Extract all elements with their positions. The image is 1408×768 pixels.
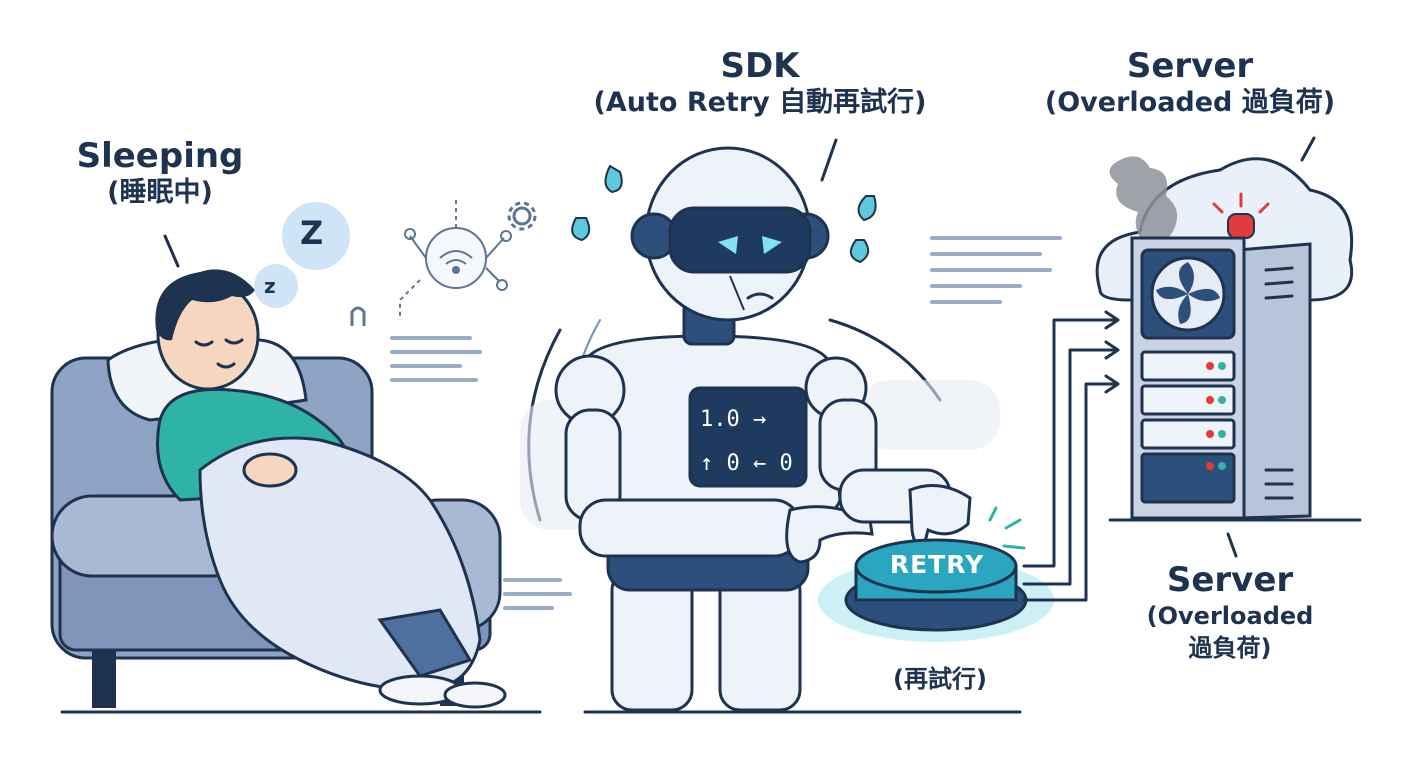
server-bottom-subtitle-line1: (Overloaded [1146,602,1314,630]
sdk-pointer [820,138,838,182]
retry-caption: (再試行) [893,665,987,693]
sleeping-subtitle: (睡眠中) [107,177,213,208]
sdk-title: SDK [720,46,800,86]
person-foot-2 [443,681,507,709]
server-top-title: Server [1126,46,1254,86]
retry-spark-lines [988,506,1026,550]
person-hand [242,452,298,488]
robot-hand-left [785,505,874,564]
sweat-drop-icon [857,195,877,222]
server-top-subtitle: (Overloaded 過負荷) [1044,87,1336,118]
sweat-drop-icon [571,217,591,242]
retry-button-label: RETRY [889,550,985,579]
robot-chest-display [688,386,808,488]
ghost-arm-right [860,380,1000,450]
server-bottom-title: Server [1166,560,1294,600]
server-tower-side [1236,242,1312,520]
smoke-icon [1109,156,1178,250]
zzz-small: z [264,274,276,298]
server-bottom-label: Server (Overloaded 過負荷) [1110,560,1350,664]
display-line-1: 1.0 → [700,407,767,432]
zzz-bubble-small [254,264,298,308]
sdk-subtitle: (Auto Retry 自動再試行) [593,87,927,118]
alarm-rays [1212,192,1270,214]
sdk-label: SDK (Auto Retry 自動再試行) [520,46,1000,120]
server-top-label: Server (Overloaded 過負荷) [1010,46,1370,120]
server-bottom-pointer [1226,532,1238,558]
zzz-bubble-big [282,202,350,270]
robot-group [520,138,1000,712]
server-drive-bays [1140,350,1236,504]
display-line-2: ↑ 0 ← 0 [700,451,793,476]
server-top-pointer [1300,136,1316,162]
fan-blades [1156,262,1220,324]
person-eye-right [224,338,244,345]
person-legs [377,608,473,678]
retry-button-top [854,538,1018,594]
small-plug-icon [350,306,366,326]
connection-arrows [1022,310,1120,602]
robot-eye-right [762,236,782,254]
gear-icon [507,201,537,231]
person-eye-left [194,340,214,347]
wifi-hub-icon [399,200,512,320]
sweat-drop-icon [849,239,870,264]
chest-display-text: 1.0 → ↑ 0 ← 0 [700,398,800,486]
sleeping-title: Sleeping [76,136,244,176]
sleeping-person-group [50,202,507,709]
ground-lines [60,518,1362,714]
alarm-light-icon [1227,213,1255,239]
robot-eye-left [718,236,738,254]
sweat-drop-icon [604,164,623,194]
robot-visor [668,206,812,274]
robot-mouth [746,292,774,300]
decorative-text-lines [390,236,1062,610]
robot-face-seam [729,275,745,311]
robot-forearm-left [578,498,802,558]
server-group [1095,136,1354,558]
sleeping-label: Sleeping (睡眠中) [60,136,260,210]
robot-hand-right [908,484,972,548]
person-mouth [216,362,236,369]
person-hair [155,269,255,341]
server-vents [1264,266,1294,500]
armchair-leg-left [92,650,116,708]
zzz-big: Z [300,214,324,252]
sleeping-pointer [163,234,180,268]
server-bottom-subtitle-line2: 過負荷) [1188,634,1272,662]
